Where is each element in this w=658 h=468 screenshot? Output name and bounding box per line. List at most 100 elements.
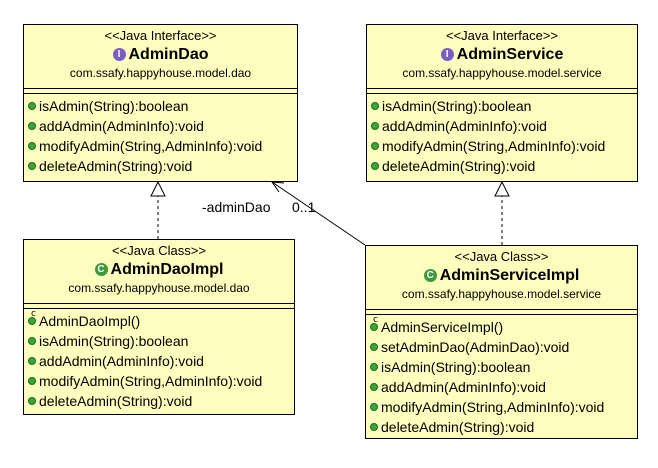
admin-service-impl-attributes-compartment — [366, 309, 637, 314]
admin-dao-impl-operations: AdminDaoImpl() isAdmin(String):boolean a… — [24, 309, 294, 411]
public-method-icon — [28, 102, 36, 110]
public-method-icon — [28, 357, 36, 365]
operation-item[interactable]: isAdmin(String):boolean — [28, 331, 294, 351]
admin-dao-impl-attributes-compartment — [24, 303, 294, 308]
operation-item[interactable]: addAdmin(AdminInfo):void — [28, 116, 297, 136]
public-method-icon — [370, 363, 378, 371]
association-arrowhead — [270, 181, 285, 193]
admin-dao-stereotype: <<Java Interface>> — [104, 28, 217, 43]
class-icon: C — [94, 263, 108, 276]
admin-service-impl-stereotype: <<Java Class>> — [454, 249, 549, 264]
admin-service-impl-package: com.ssafy.happyhouse.model.service — [401, 286, 602, 301]
constructor-icon — [28, 309, 36, 325]
admin-service-impl-name: AdminServiceImpl — [439, 266, 580, 284]
operation-item[interactable]: modifyAdmin(String,AdminInfo):void — [370, 397, 637, 417]
operation-item[interactable]: modifyAdmin(String,AdminInfo):void — [371, 136, 637, 156]
admin-dao-interface-box[interactable]: <<Java Interface>> I AdminDao com.ssafy.… — [23, 24, 298, 182]
association-line — [271, 181, 366, 246]
operation-label: isAdmin(String):boolean — [382, 98, 532, 114]
operation-item[interactable]: deleteAdmin(String):void — [371, 156, 637, 176]
admin-dao-operations: isAdmin(String):boolean addAdmin(AdminIn… — [24, 94, 297, 176]
operation-label: AdminServiceImpl() — [381, 319, 504, 335]
operation-item[interactable]: isAdmin(String):boolean — [28, 96, 297, 116]
operation-label: deleteAdmin(String):void — [381, 419, 535, 435]
admin-service-package: com.ssafy.happyhouse.model.service — [402, 65, 602, 80]
public-method-icon — [370, 423, 378, 431]
public-method-icon — [28, 162, 36, 170]
realization-arrowhead-service — [494, 180, 510, 197]
admin-dao-name: AdminDao — [128, 45, 209, 63]
admin-dao-header: <<Java Interface>> I AdminDao com.ssafy.… — [24, 25, 297, 88]
operation-label: modifyAdmin(String,AdminInfo):void — [382, 138, 606, 154]
operation-label: deleteAdmin(String):void — [39, 393, 193, 409]
class-icon: C — [423, 269, 437, 282]
admin-service-impl-divider — [366, 314, 637, 315]
operation-label: deleteAdmin(String):void — [382, 158, 536, 174]
operation-item[interactable]: isAdmin(String):boolean — [371, 96, 637, 116]
operation-label: modifyAdmin(String,AdminInfo):void — [381, 399, 605, 415]
realization-arrowhead-dao — [150, 180, 166, 197]
admin-service-interface-box[interactable]: <<Java Interface>> I AdminService com.ss… — [366, 24, 638, 182]
public-method-icon — [370, 343, 378, 351]
public-method-icon — [370, 403, 378, 411]
operation-label: isAdmin(String):boolean — [39, 98, 189, 114]
admin-service-name-row: I AdminService — [440, 45, 564, 65]
public-method-icon — [371, 142, 379, 150]
operation-item[interactable]: setAdminDao(AdminDao):void — [370, 337, 637, 357]
public-method-icon — [370, 383, 378, 391]
admin-dao-name-row: I AdminDao — [112, 45, 209, 65]
admin-service-attributes-compartment — [367, 88, 637, 93]
admin-service-divider — [367, 93, 637, 94]
operation-item[interactable]: deleteAdmin(String):void — [370, 417, 637, 437]
admin-dao-impl-header: <<Java Class>> C AdminDaoImpl com.ssafy.… — [24, 240, 294, 303]
operation-item[interactable]: isAdmin(String):boolean — [370, 357, 637, 377]
public-method-icon — [28, 337, 36, 345]
operation-label: modifyAdmin(String,AdminInfo):void — [39, 138, 263, 154]
operation-label: isAdmin(String):boolean — [39, 333, 189, 349]
operation-label: modifyAdmin(String,AdminInfo):void — [39, 373, 263, 389]
operation-label: addAdmin(AdminInfo):void — [382, 118, 547, 134]
public-method-icon — [28, 142, 36, 150]
operation-item[interactable]: addAdmin(AdminInfo):void — [371, 116, 637, 136]
admin-dao-impl-name-row: C AdminDaoImpl — [94, 260, 224, 280]
admin-service-impl-class-box[interactable]: <<Java Class>> C AdminServiceImpl com.ss… — [365, 245, 638, 439]
operation-label: addAdmin(AdminInfo):void — [39, 118, 204, 134]
operation-item[interactable]: addAdmin(AdminInfo):void — [28, 351, 294, 371]
operation-item[interactable]: modifyAdmin(String,AdminInfo):void — [28, 371, 294, 391]
operation-label: deleteAdmin(String):void — [39, 158, 193, 174]
admin-dao-package: com.ssafy.happyhouse.model.dao — [69, 65, 252, 80]
association-multiplicity-label: 0..1 — [292, 199, 316, 215]
admin-service-impl-operations: AdminServiceImpl() setAdminDao(AdminDao)… — [366, 315, 637, 437]
operation-label: addAdmin(AdminInfo):void — [39, 353, 204, 369]
admin-dao-impl-divider — [24, 308, 294, 309]
operation-label: setAdminDao(AdminDao):void — [381, 339, 570, 355]
public-method-icon — [371, 102, 379, 110]
admin-dao-impl-name: AdminDaoImpl — [110, 260, 224, 278]
interface-icon: I — [440, 48, 454, 61]
public-method-icon — [371, 122, 379, 130]
constructor-icon — [370, 315, 378, 331]
public-method-icon — [28, 397, 36, 405]
association-role-label: -adminDao — [202, 199, 271, 215]
admin-service-header: <<Java Interface>> I AdminService com.ss… — [367, 25, 637, 88]
interface-icon: I — [112, 48, 126, 61]
operation-label: isAdmin(String):boolean — [381, 359, 531, 375]
constructor-item[interactable]: AdminServiceImpl() — [370, 315, 637, 337]
constructor-item[interactable]: AdminDaoImpl() — [28, 309, 294, 331]
operation-item[interactable]: deleteAdmin(String):void — [28, 391, 294, 411]
admin-dao-attributes-compartment — [24, 88, 297, 93]
operation-item[interactable]: deleteAdmin(String):void — [28, 156, 297, 176]
operation-label: AdminDaoImpl() — [39, 313, 141, 329]
operation-label: addAdmin(AdminInfo):void — [381, 379, 546, 395]
admin-service-impl-header: <<Java Class>> C AdminServiceImpl com.ss… — [366, 246, 637, 309]
public-method-icon — [371, 162, 379, 170]
admin-dao-impl-stereotype: <<Java Class>> — [112, 243, 206, 258]
admin-dao-impl-class-box[interactable]: <<Java Class>> C AdminDaoImpl com.ssafy.… — [23, 239, 295, 415]
admin-dao-impl-package: com.ssafy.happyhouse.model.dao — [68, 280, 250, 295]
admin-dao-divider — [24, 93, 297, 94]
operation-item[interactable]: modifyAdmin(String,AdminInfo):void — [28, 136, 297, 156]
operation-item[interactable]: addAdmin(AdminInfo):void — [370, 377, 637, 397]
admin-service-name: AdminService — [456, 45, 564, 63]
admin-service-impl-name-row: C AdminServiceImpl — [423, 266, 580, 286]
